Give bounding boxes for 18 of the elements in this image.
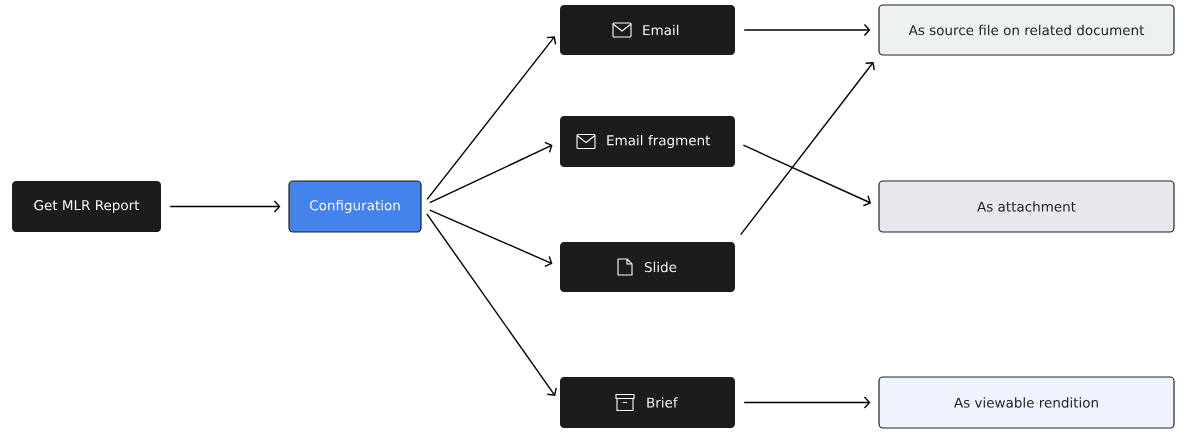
arrow (743, 396, 871, 409)
arrow (169, 200, 281, 213)
arrow (426, 36, 557, 201)
process-box: As attachment (878, 180, 1175, 233)
process-box: Email (560, 5, 735, 55)
process-box: As viewable rendition (878, 376, 1175, 429)
process-box: As source file on related document (878, 4, 1175, 56)
arrow (740, 61, 875, 236)
process-box: Brief (560, 377, 735, 428)
arrow (429, 141, 553, 204)
arrow (426, 213, 557, 396)
process-box: Email fragment (560, 116, 735, 167)
arrow (743, 23, 871, 37)
process-box: Configuration (288, 180, 422, 233)
arrow (429, 209, 553, 268)
process-box: Get MLR Report (12, 181, 161, 232)
arrow (742, 144, 872, 207)
process-box: Slide (560, 242, 735, 292)
